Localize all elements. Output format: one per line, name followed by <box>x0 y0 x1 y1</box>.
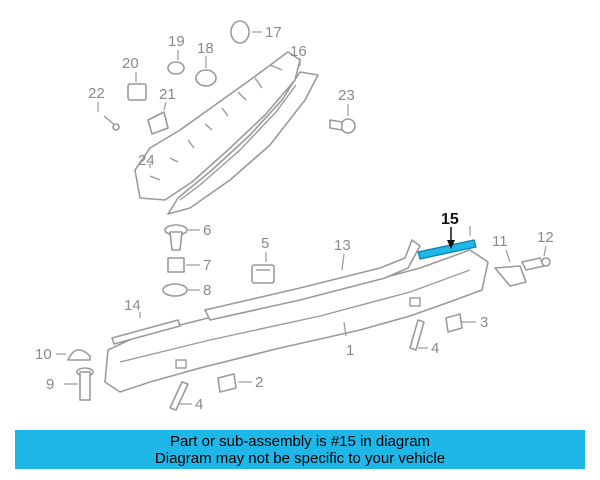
part-20-clip <box>127 83 147 101</box>
callout-23: 23 <box>338 87 355 104</box>
part-9-bolt <box>76 367 94 401</box>
part-17-cap <box>230 20 250 44</box>
callout-15: 15 <box>441 211 459 228</box>
callout-4b: 4 <box>195 396 203 413</box>
callout-7: 7 <box>203 257 211 274</box>
callout-2: 2 <box>255 374 263 391</box>
callout-21: 21 <box>159 86 176 103</box>
callout-11: 11 <box>492 233 508 250</box>
banner-line-1: Part or sub-assembly is #15 in diagram <box>169 433 431 450</box>
part-5-clip <box>251 264 275 284</box>
callout-22: 22 <box>88 85 105 102</box>
part-3-clip <box>445 313 463 333</box>
part-13-sill-plate <box>204 239 421 321</box>
callout-10: 10 <box>35 346 52 363</box>
banner-line-2: Diagram may not be specific to your vehi… <box>154 450 446 467</box>
part-10-cap <box>67 349 91 361</box>
callout-12: 12 <box>537 229 554 246</box>
part-16-pillar-trim <box>167 71 319 215</box>
callout-8: 8 <box>203 282 211 299</box>
callout-3: 3 <box>480 314 488 331</box>
callout-6: 6 <box>203 222 211 239</box>
part-7-nut <box>167 257 185 273</box>
part-14-strip <box>111 319 181 345</box>
part-11-bracket <box>494 265 527 287</box>
part-4a-bracket <box>409 319 425 351</box>
callout-18: 18 <box>197 40 214 57</box>
parts-diagram: 1 2 3 4 4 5 6 7 8 9 10 15 11 12 13 14 16… <box>35 20 554 413</box>
part-12-screw <box>521 257 551 271</box>
part-15-highlighted <box>417 239 477 260</box>
leader-15-arrowhead <box>447 240 455 249</box>
callout-4a: 4 <box>431 340 439 357</box>
callout-19: 19 <box>168 33 185 50</box>
callout-20: 20 <box>122 55 139 72</box>
part-18-grommet <box>195 69 217 87</box>
part-19-washer <box>167 61 185 75</box>
info-banner: Part or sub-assembly is #15 in diagram D… <box>15 430 585 469</box>
callout-16: 16 <box>290 43 307 60</box>
callout-1: 1 <box>346 342 354 359</box>
part-22-screw <box>103 115 120 131</box>
callout-13: 13 <box>334 237 351 254</box>
leader-lines <box>56 31 547 405</box>
part-23-bolt <box>329 118 356 134</box>
part-1-rocker-panel <box>104 249 489 393</box>
part-24-pillar-panel <box>134 51 301 201</box>
callout-14: 14 <box>124 297 141 314</box>
part-21-bracket <box>147 111 169 135</box>
part-6-push-pin <box>164 224 188 251</box>
callout-5: 5 <box>261 235 269 252</box>
part-2-clip <box>217 373 237 393</box>
callout-17: 17 <box>265 24 282 41</box>
part-4b-bracket <box>169 381 189 411</box>
part-8-grommet <box>162 283 188 297</box>
callout-9: 9 <box>46 376 54 393</box>
callout-24: 24 <box>138 152 155 169</box>
